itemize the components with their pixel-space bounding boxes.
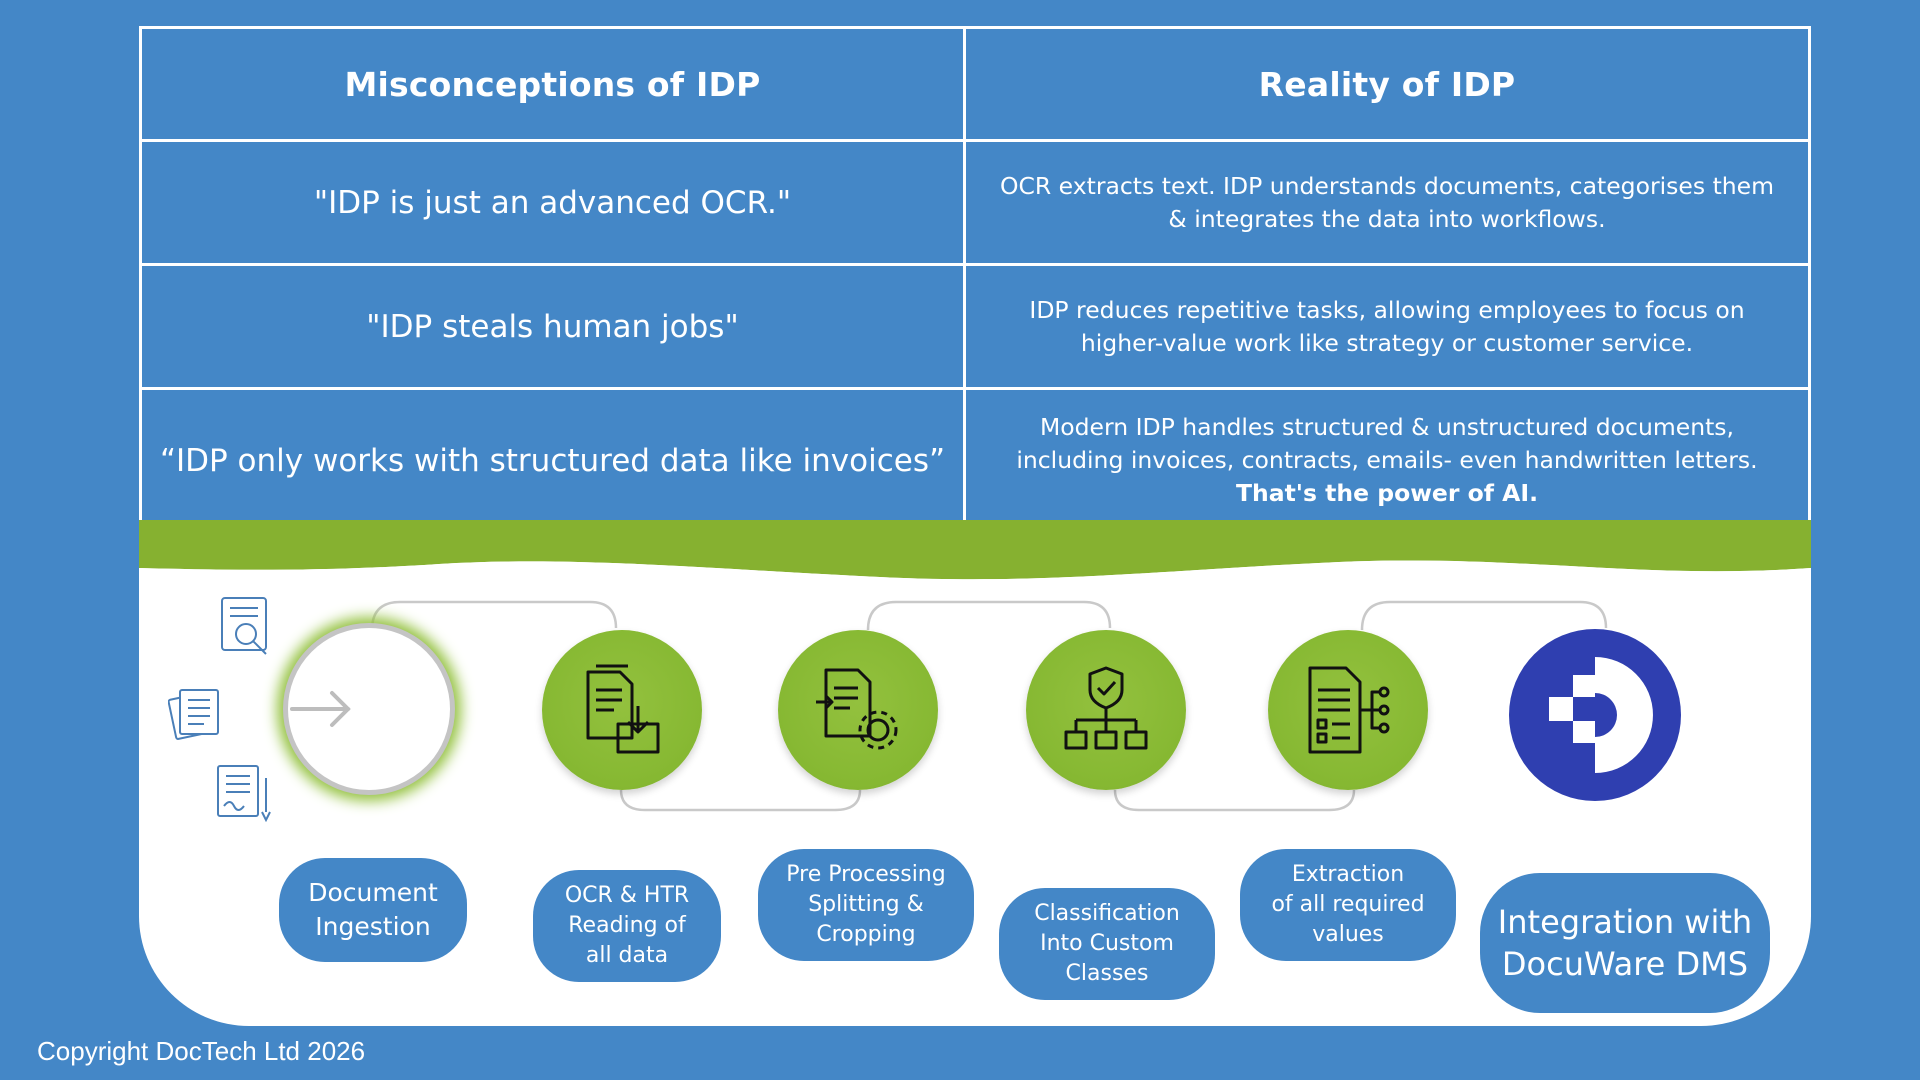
step-label-ocr: OCR & HTR Reading of all data [533, 870, 721, 982]
shield-hierarchy-icon [1064, 666, 1148, 750]
comparison-table: Misconceptions of IDP Reality of IDP "ID… [139, 26, 1811, 531]
ocr-step-circle [542, 630, 702, 790]
copyright-text: Copyright DocTech Ltd 2026 [37, 1036, 366, 1066]
reality-cell: Modern IDP handles structured & unstruct… [966, 390, 1808, 531]
step-label-integration: Integration with DocuWare DMS [1480, 873, 1770, 1013]
table-row: "IDP steals human jobs" IDP reduces repe… [142, 266, 1808, 390]
docuware-mark [1549, 657, 1653, 773]
reality-text: OCR extracts text. IDP understands docum… [999, 171, 1775, 233]
misconception-cell: “IDP only works with structured data lik… [142, 390, 966, 531]
step-label-preprocessing: Pre Processing Splitting & Cropping [758, 849, 974, 961]
reality-text: Modern IDP handles structured & unstruct… [1016, 413, 1758, 474]
table-header-row: Misconceptions of IDP Reality of IDP [142, 29, 1808, 142]
docuware-logo-icon [1509, 629, 1681, 801]
header-reality: Reality of IDP [1258, 64, 1516, 104]
misconception-cell: "IDP steals human jobs" [142, 266, 966, 387]
header-misconceptions: Misconceptions of IDP [142, 29, 966, 139]
green-wave-divider [139, 520, 1811, 590]
step-label-classification: Classification Into Custom Classes [999, 888, 1215, 1000]
classification-step-circle [1026, 630, 1186, 790]
document-gear-icon [816, 668, 898, 750]
preprocessing-step-circle [778, 630, 938, 790]
table-row: “IDP only works with structured data lik… [142, 390, 1808, 531]
table-row: "IDP is just an advanced OCR." OCR extra… [142, 142, 1808, 266]
extraction-step-circle [1268, 630, 1428, 790]
document-stack-icon [168, 689, 219, 740]
reality-text: IDP reduces repetitive tasks, allowing e… [1029, 295, 1745, 357]
step-label-document-ingestion: Document Ingestion [279, 858, 467, 962]
document-search-icon [221, 597, 267, 655]
document-extract-icon [1308, 666, 1390, 754]
document-sign-icon [217, 765, 271, 822]
ingestion-circle [283, 623, 455, 795]
reality-cell: IDP reduces repetitive tasks, allowing e… [966, 266, 1808, 387]
reality-emphasis: That's the power of AI. [1235, 479, 1539, 507]
arrow-in-circle-icon [290, 691, 351, 727]
misconception-cell: "IDP is just an advanced OCR." [142, 142, 966, 263]
document-download-icon [586, 664, 660, 754]
reality-cell: OCR extracts text. IDP understands docum… [966, 142, 1808, 263]
step-label-extraction: Extraction of all required values [1240, 849, 1456, 961]
